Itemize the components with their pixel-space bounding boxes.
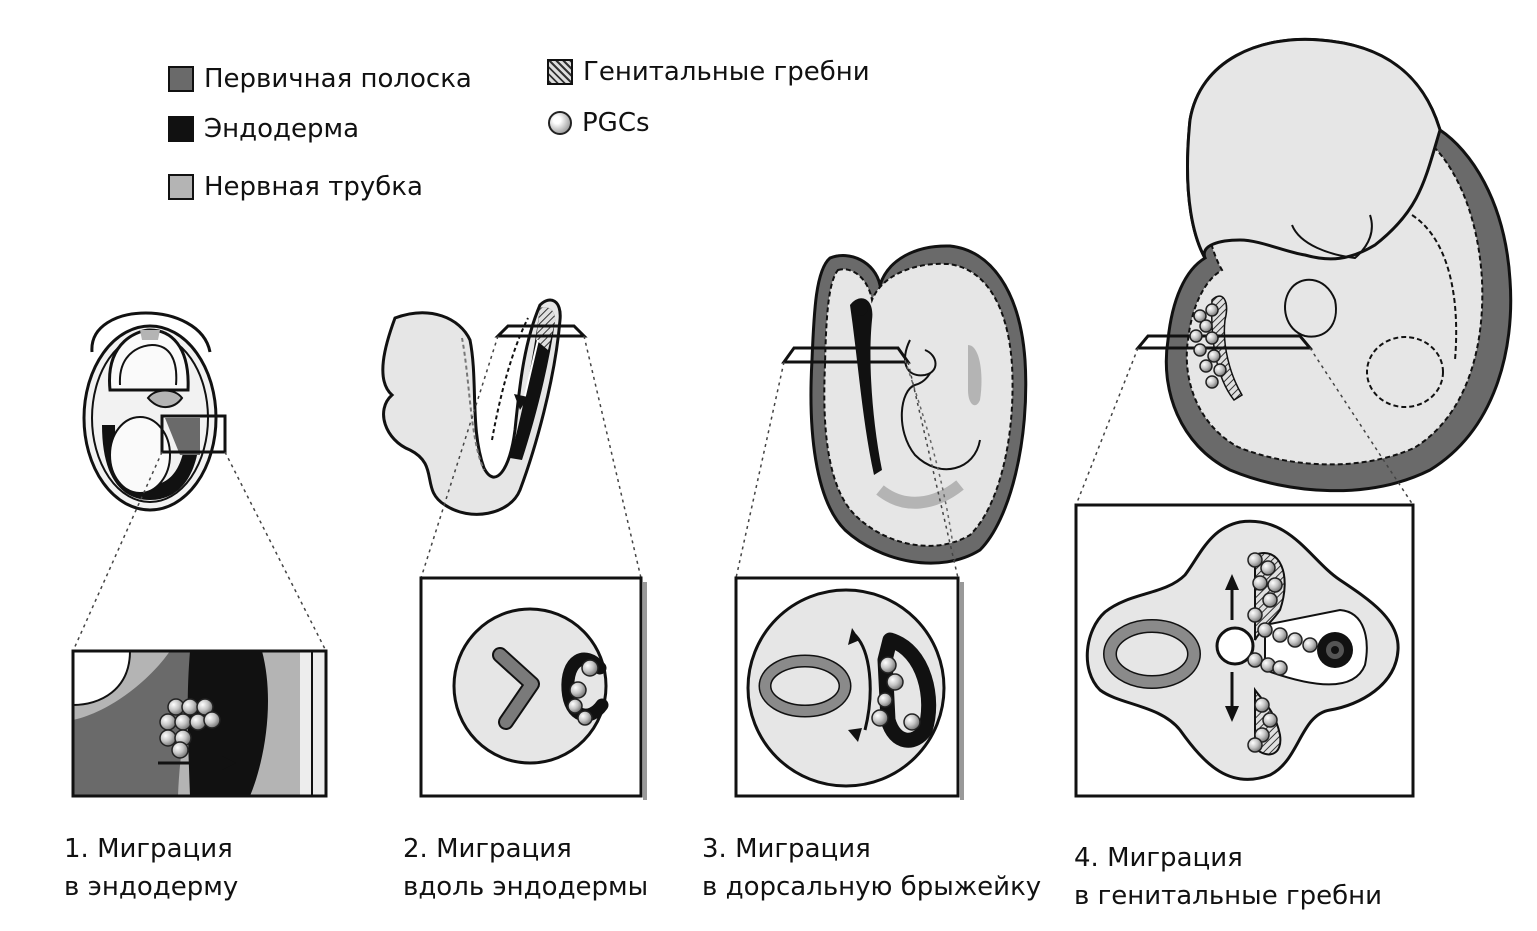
pgc-cells [159, 303, 1318, 759]
pgc-swatch [548, 111, 572, 135]
stage1-caption-line2: в эндодерму [64, 872, 239, 902]
stage3-inset [734, 576, 964, 800]
pgc-cell [1193, 343, 1207, 357]
primitive-streak-swatch [168, 66, 194, 92]
pgc-cell [903, 713, 921, 731]
stage3-caption-line1: 3. Миграция [702, 834, 871, 864]
pgc-cell [1262, 712, 1278, 728]
pgc-cell [1205, 375, 1219, 389]
pgc-cell [181, 698, 199, 716]
pgc-cell [567, 698, 583, 714]
legend-label-genital-ridges: Генитальные гребни [583, 57, 870, 87]
pgc-cell [1207, 349, 1221, 363]
pgc-cell [1247, 607, 1263, 623]
stage4-embryo [1134, 37, 1513, 493]
pgc-cell [1287, 632, 1303, 648]
pgc-cell [877, 692, 893, 708]
pgc-cell [1272, 660, 1288, 676]
pgc-cell [1205, 331, 1219, 345]
stage2-embryo [381, 298, 588, 516]
pgc-cell [1247, 652, 1263, 668]
stage2-caption: 2. Миграция вдоль эндодермы [403, 830, 648, 906]
stage2-inset [419, 576, 647, 800]
pgc-cell [577, 710, 593, 726]
pgc-cell [1205, 303, 1219, 317]
endoderm-swatch [168, 116, 194, 142]
legend-endoderm: Эндодерма [168, 114, 359, 144]
pgc-cell [1272, 627, 1288, 643]
stage3-caption: 3. Миграция в дорсальную брыжейку [702, 830, 1041, 906]
pgc-cell [1213, 363, 1227, 377]
legend-primitive-streak: Первичная полоска [168, 64, 472, 94]
stage3-embryo [781, 244, 1028, 565]
pgc-cell [1189, 329, 1203, 343]
pgc-cell [174, 713, 192, 731]
pgc-cell [871, 709, 889, 727]
pgc-cell [1247, 552, 1263, 568]
legend-pgcs: PGCs [548, 108, 650, 138]
stage4-caption-line1: 4. Миграция [1074, 843, 1243, 873]
stage2-caption-line1: 2. Миграция [403, 834, 572, 864]
stage1-caption: 1. Миграция в эндодерму [64, 830, 238, 906]
pgc-cell [1199, 359, 1213, 373]
pgc-cell [1262, 592, 1278, 608]
stage4-caption-line2: в генитальные гребни [1074, 881, 1383, 911]
neural-tube-swatch [168, 174, 194, 200]
stage1-caption-line1: 1. Миграция [64, 834, 233, 864]
pgc-cell [1247, 737, 1263, 753]
stage1-inset [71, 649, 328, 798]
pgc-cell [159, 713, 177, 731]
pgc-cell [1260, 560, 1276, 576]
legend-neural-tube: Нервная трубка [168, 172, 423, 202]
stage3-caption-line2: в дорсальную брыжейку [702, 872, 1042, 902]
pgc-cell [1254, 697, 1270, 713]
pgc-cell [879, 656, 897, 674]
pgc-cell [569, 681, 587, 699]
pgc-cell [1199, 319, 1213, 333]
pgc-cell [581, 659, 599, 677]
pgc-cell [886, 673, 904, 691]
stage4-inset [1074, 503, 1415, 798]
pgc-cell [1257, 622, 1273, 638]
stage2-caption-line2: вдоль эндодермы [403, 872, 649, 902]
pgc-cell [1193, 309, 1207, 323]
pgc-cell [1252, 575, 1268, 591]
pgc-cell [171, 741, 189, 759]
pgc-cell [1302, 637, 1318, 653]
genital-ridges-swatch [547, 59, 573, 85]
pgc-cell [159, 729, 177, 747]
legend-label-neural-tube: Нервная трубка [204, 172, 423, 202]
legend-genital-ridges: Генитальные гребни [547, 57, 870, 87]
pgc-cell [203, 711, 221, 729]
stage1-embryo [82, 311, 227, 512]
pgc-cell [1267, 577, 1283, 593]
legend-label-endoderm: Эндодерма [204, 114, 360, 144]
legend-label-pgcs: PGCs [582, 108, 650, 138]
stage4-caption: 4. Миграция в генитальные гребни [1074, 839, 1382, 915]
legend-label-primitive-streak: Первичная полоска [204, 64, 472, 94]
